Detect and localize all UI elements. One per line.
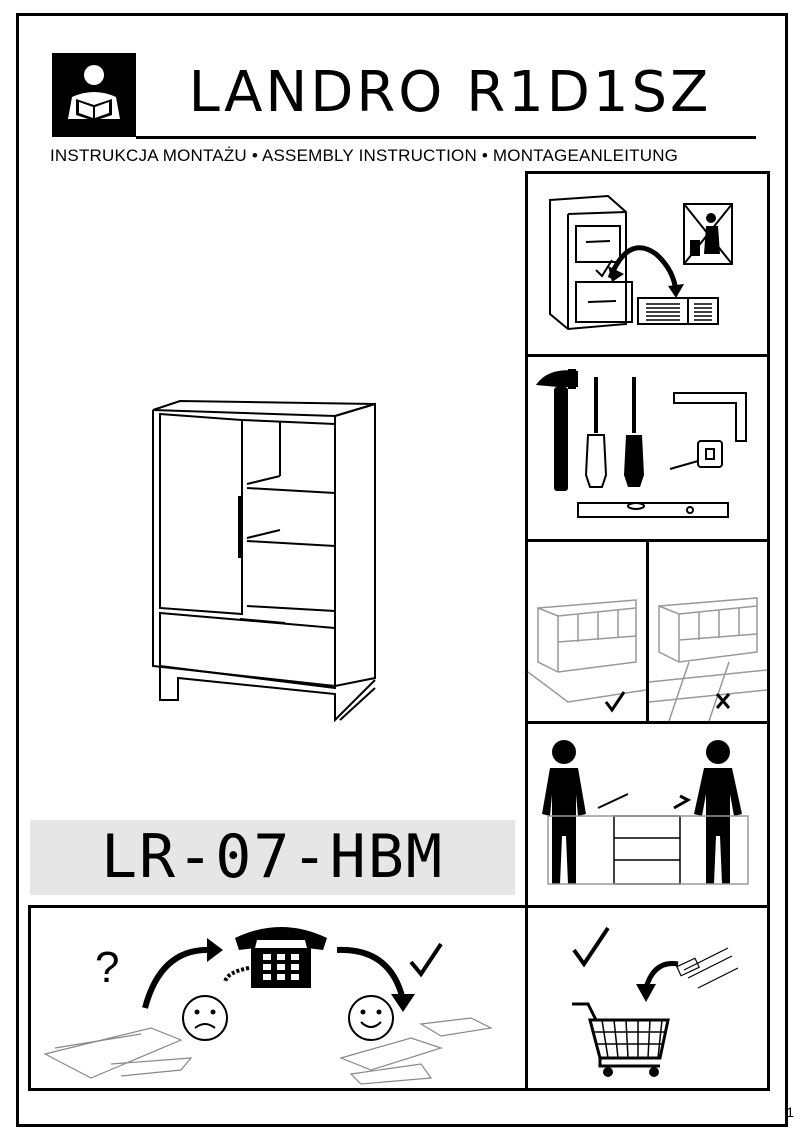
phone-support-panel: ?: [28, 905, 528, 1091]
tape-measure-icon: [669, 440, 723, 470]
tools-panel: [525, 354, 770, 542]
model-code-bar: [30, 820, 515, 895]
question-mark: ?: [95, 943, 119, 992]
phone-support-icon: ?: [43, 927, 493, 1085]
page-frame: [16, 13, 788, 1127]
no-litter-icon: [683, 203, 733, 265]
cabinet-illustration: [152, 399, 376, 723]
brand-name: LANDRO R1D1SZ: [188, 60, 712, 125]
screwdriver-icon: [584, 377, 644, 488]
shopping-cart-icon: [572, 1002, 670, 1077]
telephone-icon: [223, 927, 327, 988]
brand-title: LANDRO R1D1SZ: [150, 58, 750, 128]
level-icon: [577, 502, 729, 518]
spare-parts-panel: [525, 905, 770, 1091]
tools-icons: [536, 369, 747, 518]
keep-instructions-panel: [525, 171, 770, 357]
model-code: LR-07-HBM: [100, 822, 445, 892]
spare-parts-cart-icon: [572, 926, 739, 1077]
keep-instructions-icon: [549, 194, 733, 331]
two-person-panel: [525, 721, 770, 908]
hard-floor-panel: [646, 539, 770, 724]
soft-surface-icon: [527, 599, 647, 713]
reader-logo-icon: [52, 53, 136, 137]
soft-surface-panel: [525, 539, 649, 724]
document-subtitle: INSTRUKCJA MONTAŻU • ASSEMBLY INSTRUCTIO…: [50, 146, 679, 165]
header-rule: [136, 136, 756, 139]
page-number: 1: [786, 1104, 794, 1120]
hammer-icon: [536, 369, 578, 491]
square-icon: [673, 392, 747, 442]
two-person-icon: [542, 740, 749, 885]
hard-floor-icon: [648, 597, 768, 722]
